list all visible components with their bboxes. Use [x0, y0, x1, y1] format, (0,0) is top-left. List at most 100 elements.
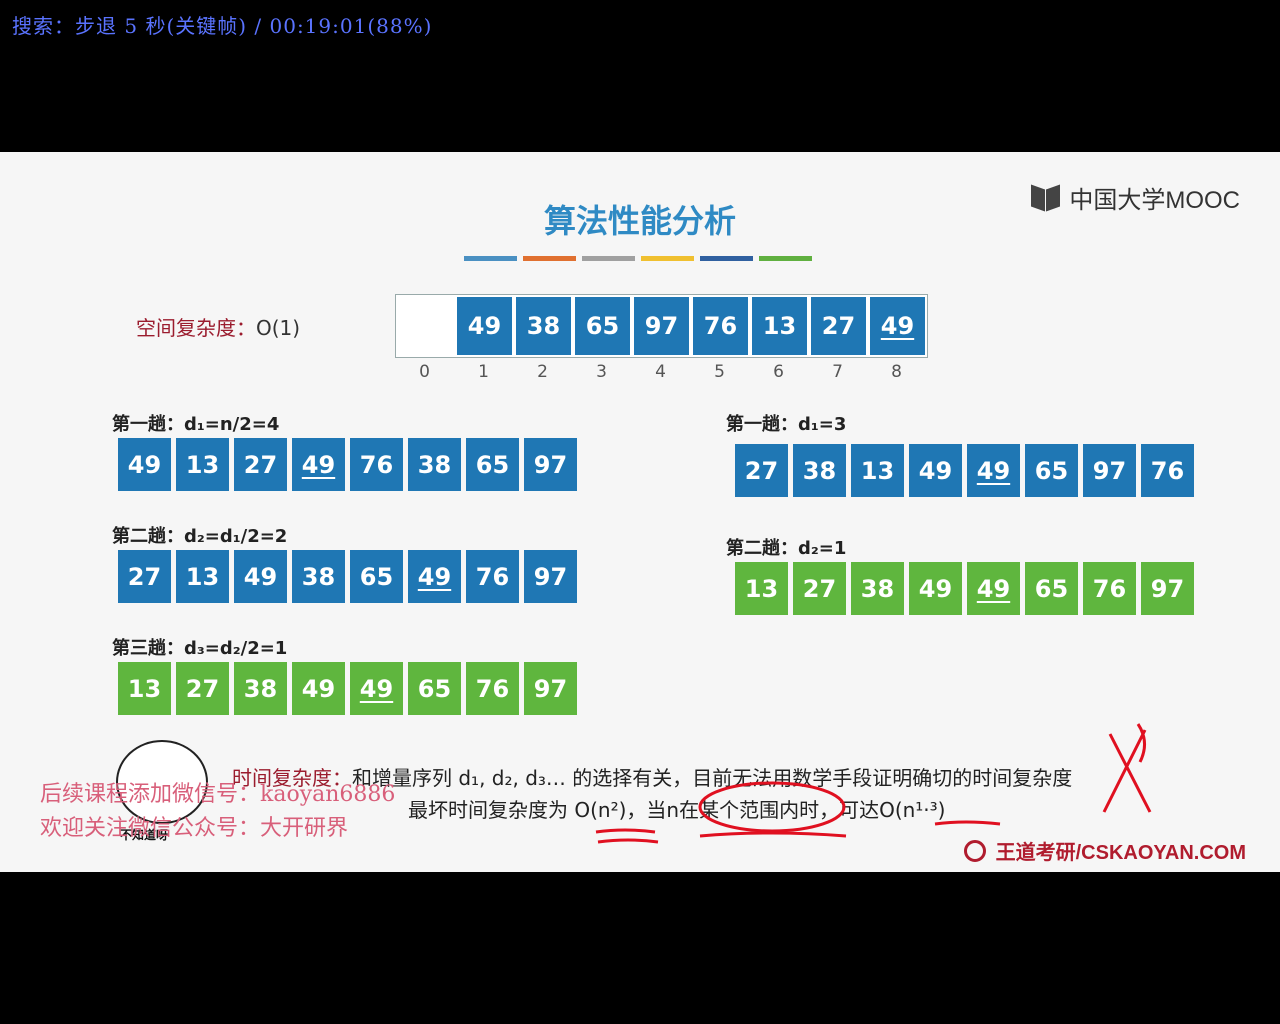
array-cell: 27: [811, 297, 866, 355]
watermark-wechat: 后续课程添加微信号：kaoyan6886: [40, 782, 396, 807]
pass-cell: 97: [1083, 444, 1136, 497]
handwritten-annotations: [595, 723, 1152, 844]
pass-label: 第一趟：d₁=3: [726, 414, 847, 435]
player-status-text: 搜索：步退 5 秒(关键帧) / 00:19:01(88%): [12, 14, 433, 38]
array-cell: 49: [457, 297, 512, 355]
pass-cell: 49: [118, 438, 171, 491]
pass-cell: 76: [466, 550, 519, 603]
pass-cell: 97: [1141, 562, 1194, 615]
wangdao-logo-icon: [963, 839, 986, 862]
array-index: 1: [478, 362, 489, 382]
pass-cell: 65: [1025, 444, 1078, 497]
time-complexity-label: 时间复杂度：: [232, 766, 352, 790]
pass-cell: 76: [350, 438, 403, 491]
pass-cell: 38: [408, 438, 461, 491]
pass-cell: 49: [967, 444, 1020, 497]
array-index: 0: [419, 362, 430, 382]
title-color-bar: [641, 256, 694, 261]
pass-label: 第一趟：d₁=n/2=4: [112, 414, 280, 435]
pass-cell: 27: [234, 438, 287, 491]
space-complexity-label: 空间复杂度：: [136, 316, 256, 340]
array-index: 6: [773, 362, 784, 382]
mooc-logo: 中国大学MOOC: [1031, 180, 1240, 215]
title-color-bars: [464, 256, 812, 261]
bracket-mark: [1136, 723, 1146, 763]
pass-cell: 76: [466, 662, 519, 715]
pass-cell: 13: [735, 562, 788, 615]
pass-cell: 38: [234, 662, 287, 715]
pass-cell: 38: [793, 444, 846, 497]
pass-cell: 65: [1025, 562, 1078, 615]
pass-cell: 97: [524, 438, 577, 491]
publisher-mark: 王道考研/CSKAOYAN.COM: [963, 836, 1246, 865]
pass-cell: 49: [292, 662, 345, 715]
publisher-text: 王道考研/CSKAOYAN.COM: [995, 842, 1246, 864]
array-cell: 13: [752, 297, 807, 355]
pass-cell: 97: [524, 662, 577, 715]
pass-cell: 76: [1083, 562, 1136, 615]
title-color-bar: [582, 256, 635, 261]
pass-cell: 65: [408, 662, 461, 715]
pass-cell: 13: [176, 550, 229, 603]
array-index: 8: [891, 362, 902, 382]
array-cell: 38: [516, 297, 571, 355]
mooc-logo-text: 中国大学MOOC: [1069, 187, 1240, 214]
pass-cell: 49: [408, 550, 461, 603]
watermark-public-account: 欢迎关注微信公众号：大开研界: [40, 816, 349, 841]
title-color-bar: [700, 256, 753, 261]
pass-cell: 49: [909, 444, 962, 497]
pass-cell: 76: [1141, 444, 1194, 497]
title-color-bar: [759, 256, 812, 261]
pass-cell: 49: [234, 550, 287, 603]
array-index: 7: [832, 362, 843, 382]
array-cell: 97: [634, 297, 689, 355]
pass-cell: 27: [176, 662, 229, 715]
meme-sticker: 不知道呀: [116, 740, 208, 842]
underline-on2-1: [595, 828, 656, 834]
cross-mark: [1102, 729, 1152, 813]
time-complexity-text1: 和增量序列 d₁, d₂, d₃… 的选择有关，目前无法用数学手段证明确切的时间…: [352, 766, 1073, 790]
pass-cell: 13: [118, 662, 171, 715]
space-complexity: 空间复杂度：O(1): [136, 312, 300, 341]
pass-cell: 97: [524, 550, 577, 603]
array-cell: 76: [693, 297, 748, 355]
array-index: 5: [714, 362, 725, 382]
pass-cell: 65: [466, 438, 519, 491]
pass-cell: 49: [350, 662, 403, 715]
underline-on13: [934, 820, 1001, 826]
pass-label: 第二趟：d₂=d₁/2=2: [112, 526, 288, 547]
array-indices: 0 1 2 3 4 5 6 7 8: [395, 362, 926, 382]
pass-cell: 13: [176, 438, 229, 491]
time-complexity-line1: 时间复杂度：和增量序列 d₁, d₂, d₃… 的选择有关，目前无法用数学手段证…: [232, 762, 1072, 791]
pass-cell: 38: [292, 550, 345, 603]
title-color-bar: [464, 256, 517, 261]
circle-range-note: [698, 781, 846, 833]
array-index: 2: [537, 362, 548, 382]
pass-cell: 27: [793, 562, 846, 615]
meme-caption: 不知道呀: [120, 828, 169, 842]
pass-cell: 13: [851, 444, 904, 497]
array-index: 3: [596, 362, 607, 382]
array-index: 4: [655, 362, 666, 382]
array-cell: [398, 297, 453, 355]
array-cell: 65: [575, 297, 630, 355]
pass-label: 第二趟：d₂=1: [726, 538, 847, 559]
underline-on2-2: [597, 838, 659, 844]
underline-range: [699, 831, 847, 838]
pass-label: 第三趟：d₃=d₂/2=1: [112, 638, 288, 659]
pass-cell: 49: [967, 562, 1020, 615]
meme-face-icon: [116, 740, 208, 824]
title-color-bar: [523, 256, 576, 261]
array-cell: 49: [870, 297, 925, 355]
pass-cell: 27: [118, 550, 171, 603]
space-complexity-value: O(1): [256, 316, 301, 340]
pass-cell: 65: [350, 550, 403, 603]
time-complexity-line2: 最坏时间复杂度为 O(n²)，当n在某个范围内时，可达O(n¹·³): [408, 798, 946, 822]
